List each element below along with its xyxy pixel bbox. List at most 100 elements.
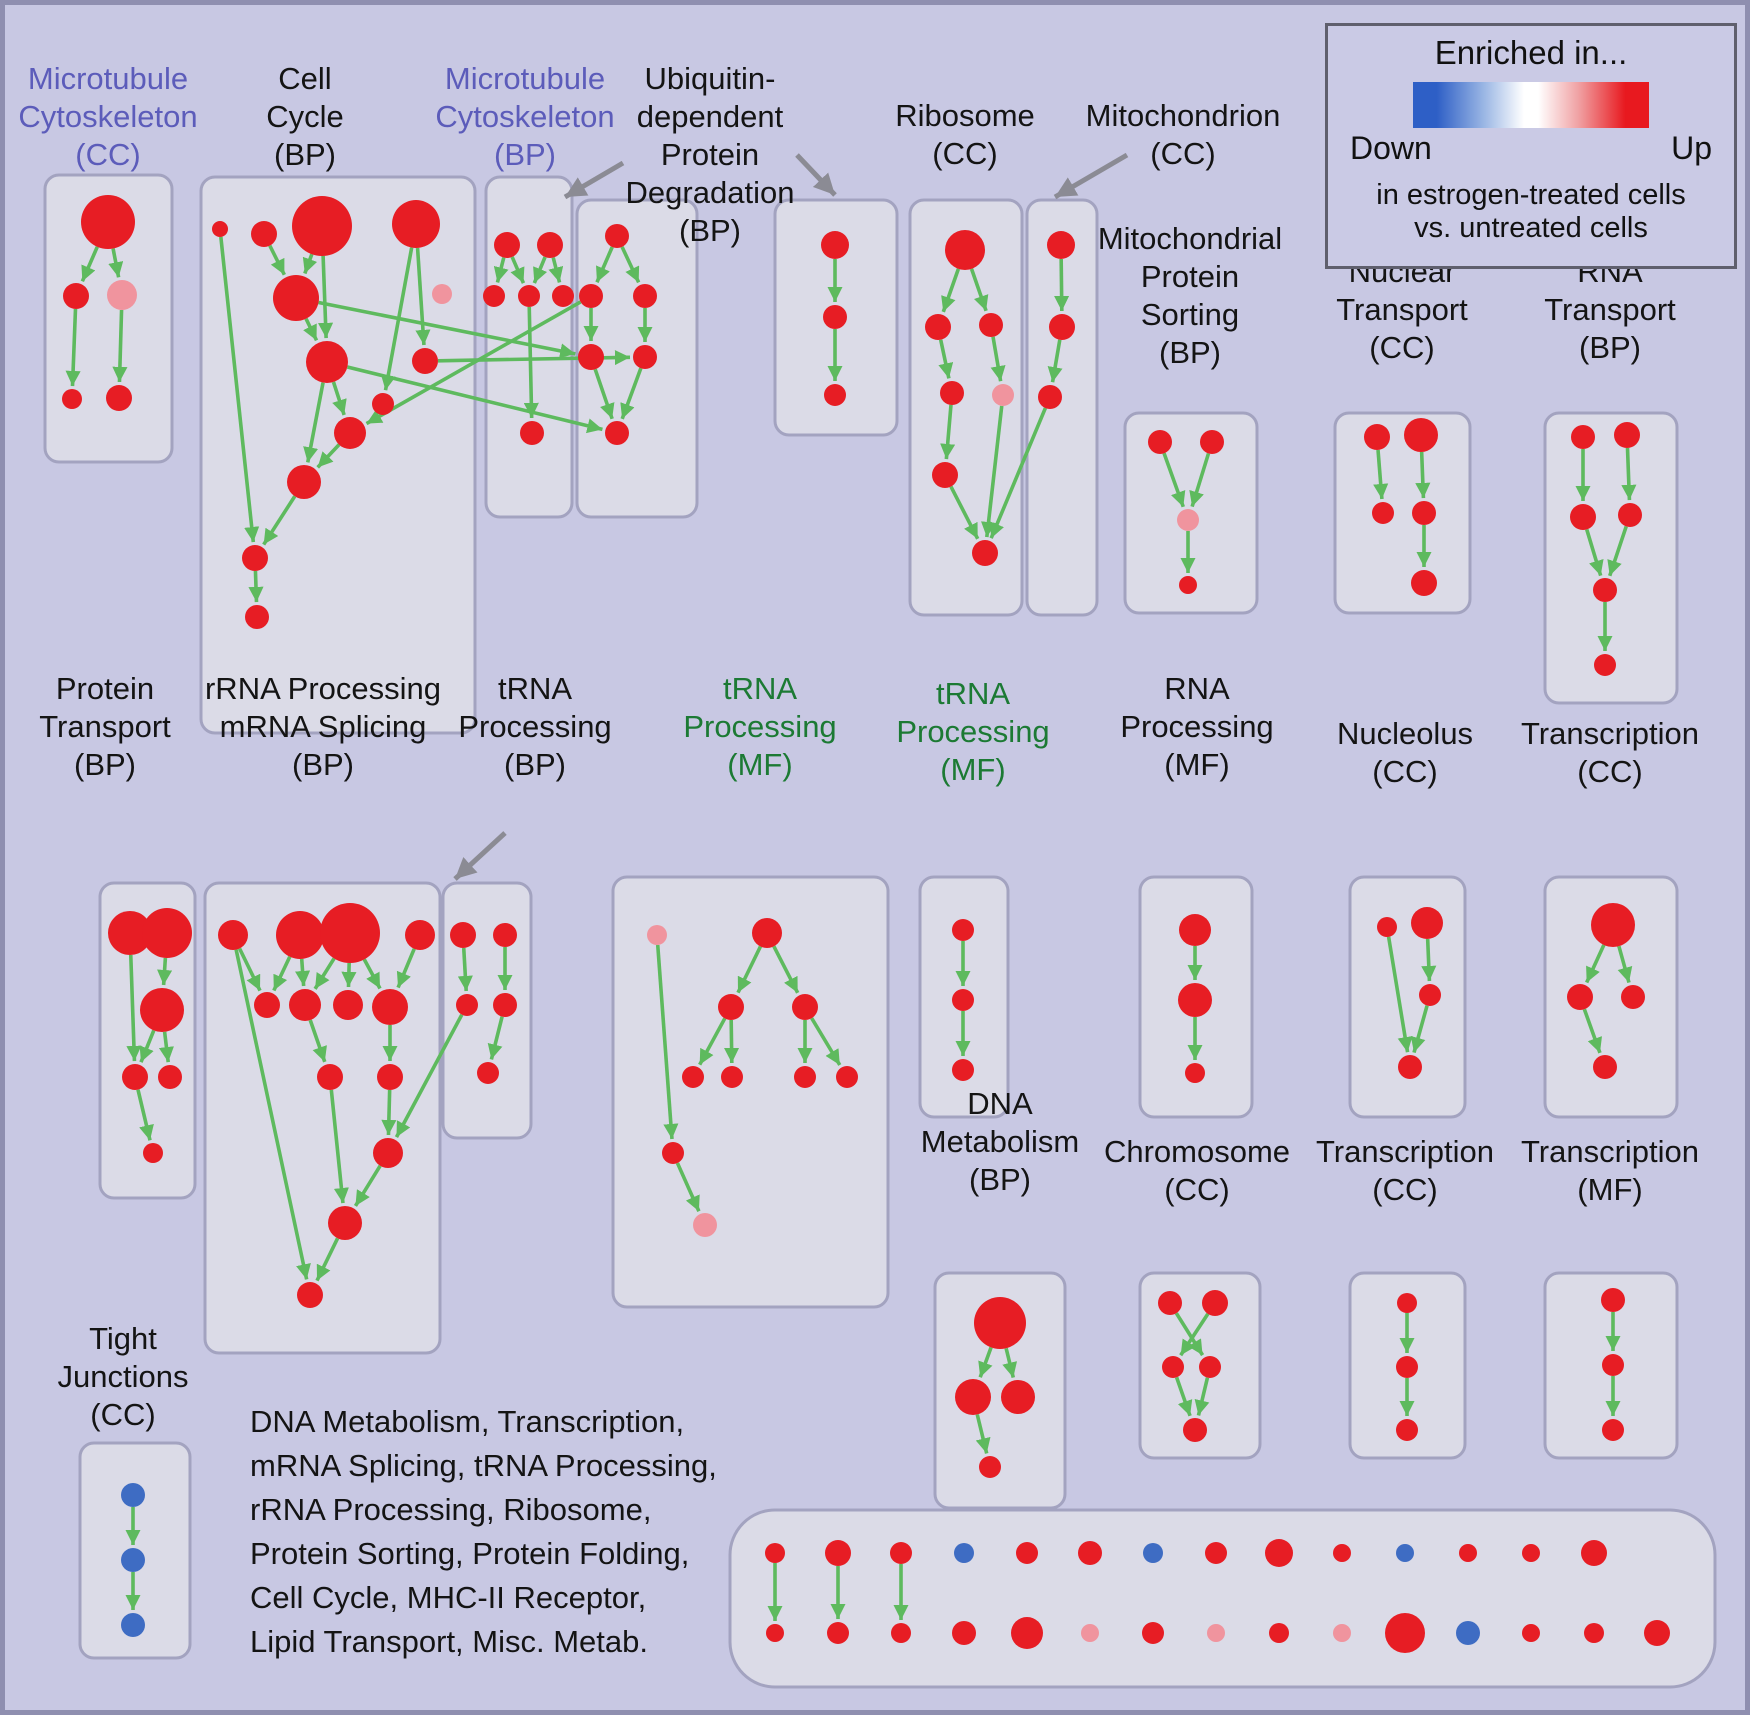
gene-node-misc1: [825, 1540, 851, 1566]
label-cell-cycle-bp: Cell Cycle (BP): [266, 61, 344, 172]
label-microtubule-cytoskeleton-cc: Microtubule Cytoskeleton (CC): [18, 61, 198, 172]
edge-cycle3-cycle7: [415, 247, 431, 346]
misc-categories-note: DNA Metabolism, Transcription, mRNA Spli…: [250, 1404, 717, 1659]
gene-node-rrna2: [320, 903, 380, 963]
edge-ubqa3-ubqa5: [593, 368, 615, 420]
network-svg: [43, 152, 1717, 1689]
gene-node-rrna8: [317, 1064, 343, 1090]
edge-ptr2-ptr4: [158, 1031, 174, 1063]
edge-cycle6-cycle9: [331, 381, 347, 416]
edge-rrna1-rrna4: [272, 955, 292, 992]
gene-node-rnat0: [1571, 425, 1595, 449]
gene-node-misc6: [1143, 1543, 1163, 1563]
gene-node-ribo0: [945, 230, 985, 270]
edge-rrna11-rrna12: [315, 1237, 340, 1282]
gene-node-tjnc2: [121, 1613, 145, 1637]
gene-node-ptr2: [140, 988, 184, 1032]
gene-node-rrna1: [276, 911, 324, 959]
cluster-box-trbp: [441, 881, 533, 1140]
edge-trbp3-trbp4: [487, 1016, 504, 1060]
gene-node-txca3: [1593, 1055, 1617, 1079]
gene-node-misc8: [1265, 1539, 1293, 1567]
gene-node-rrna3: [405, 920, 435, 950]
gene-node-tmfa5: [721, 1066, 743, 1088]
gene-node-cycle7: [412, 348, 438, 374]
edge-rnat1-rnat3: [1621, 447, 1637, 501]
gene-node-tmfa2: [718, 994, 744, 1020]
edge-cycle2-cycle4: [302, 253, 318, 275]
edge-cycle1-cycle4: [268, 244, 286, 276]
edge-ribo4-ribo6: [981, 405, 1004, 538]
gene-node-misc0: [765, 1543, 785, 1563]
cluster-box-cycle: [199, 175, 477, 735]
edge-dnam0-dnam1: [978, 1346, 993, 1378]
label-trna-processing-mf-2: tRNA Processing (MF): [896, 676, 1050, 787]
gene-node-mps0: [1148, 430, 1172, 454]
gene-node-txcb2: [1396, 1419, 1418, 1441]
gene-node-misc3: [954, 1543, 974, 1563]
gene-node-cycle0: [212, 221, 228, 237]
gene-node-mito1: [1049, 314, 1075, 340]
edge-mtbp0-mtbp3: [510, 256, 526, 284]
gene-node-misc12: [1522, 1544, 1540, 1562]
gene-node-trbp4: [477, 1062, 499, 1084]
edge-mtcc0-mtcc1: [80, 246, 99, 283]
gene-node-dnam3: [979, 1456, 1001, 1478]
edge-cycle4-ubqa3: [318, 300, 576, 359]
edge-ubqa4-ubqa5: [620, 367, 643, 420]
gene-node-nucl3: [1398, 1055, 1422, 1079]
gene-node-misc19: [1081, 1624, 1099, 1642]
gene-node-rrna5: [289, 989, 321, 1021]
edge-tmfa1-tmfa2: [736, 945, 763, 994]
label-nucleolus-cc: Nucleolus (CC): [1336, 716, 1474, 789]
nodes: [62, 195, 1670, 1653]
label-trna-processing-bp: tRNA Processing (BP): [458, 671, 612, 782]
edge-ptr2-ptr3: [139, 1029, 156, 1063]
gene-node-txca0: [1591, 903, 1635, 947]
legend-subtitle-line2: vs. untreated cells: [1414, 212, 1648, 244]
edge-mito2-ribo6: [989, 407, 1048, 539]
edge-ptr3-ptr5: [136, 1089, 154, 1141]
gene-node-cycle5: [432, 284, 452, 304]
gene-node-txmf0: [1601, 1288, 1625, 1312]
edge-trbp2-rrna10: [394, 1013, 464, 1138]
label-rna-processing-mf: RNA Processing (MF): [1120, 671, 1274, 782]
label-mitochondrion-cc: Mitochondrion (CC): [1085, 98, 1281, 171]
label-chromosome-cc: Chromosome (CC): [1103, 1134, 1291, 1207]
gene-node-rrna12: [297, 1282, 323, 1308]
edge-rrna3-rrna7: [396, 948, 416, 989]
edge-dnam1-dnam3: [975, 1414, 991, 1454]
gene-node-misc20: [1142, 1622, 1164, 1644]
gene-node-rrna11: [328, 1206, 362, 1240]
gene-node-rrna4: [254, 992, 280, 1018]
gene-node-misc11: [1459, 1544, 1477, 1562]
gene-node-txcb0: [1397, 1293, 1417, 1313]
gene-node-rrna0: [218, 920, 248, 950]
gene-node-rrna6: [333, 990, 363, 1020]
gene-node-cycle9: [334, 417, 366, 449]
edge-mito0-mito1: [1054, 258, 1070, 312]
gene-node-misc4: [1016, 1542, 1038, 1564]
annotation-arrow-1: [795, 153, 837, 197]
gene-node-ptr3: [122, 1064, 148, 1090]
edge-txca0-txca2: [1617, 945, 1633, 984]
gene-node-misc2: [890, 1542, 912, 1564]
edges: [65, 152, 1637, 1621]
gene-node-ubqa2: [633, 284, 657, 308]
label-ubiquitin-degradation-bp: Ubiquitin- dependent Protein Degradation…: [625, 61, 795, 248]
gene-node-ribo2: [979, 313, 1003, 337]
gene-node-misc16: [891, 1623, 911, 1643]
edge-chrm1-chrm2: [1179, 1312, 1210, 1357]
edge-rnat3-rnat4: [1607, 525, 1628, 577]
edge-mtcc1-mtcc3: [65, 308, 81, 387]
gene-node-ntr2: [1372, 502, 1394, 524]
cluster-box-rnat: [1543, 411, 1679, 705]
gene-node-misc7: [1205, 1542, 1227, 1564]
gene-node-ribo5: [932, 462, 958, 488]
edge-ribo5-ribo6: [949, 485, 980, 540]
gene-node-ubqb1: [823, 305, 847, 329]
gene-node-rnat2: [1570, 504, 1596, 530]
edge-cycle11-cycle12: [248, 570, 264, 603]
edge-tmfa8-tmfa9: [675, 1162, 701, 1213]
